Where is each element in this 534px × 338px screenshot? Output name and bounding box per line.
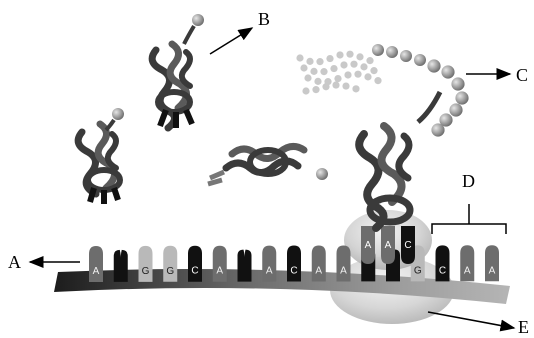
- faint-bead: [342, 82, 350, 90]
- amino-acid-bead: [439, 113, 453, 127]
- base-letter: A: [216, 266, 223, 277]
- faint-bead: [330, 64, 338, 73]
- label-B: B: [258, 9, 271, 29]
- base-peg: [460, 245, 475, 282]
- label-C: C: [516, 65, 529, 85]
- amino-acid-bead: [441, 65, 455, 79]
- base-letter: A: [266, 266, 273, 277]
- faint-bead: [366, 57, 374, 65]
- faint-bead: [370, 67, 378, 75]
- amino-acid-bead: [372, 44, 384, 56]
- faint-bead: [332, 81, 340, 89]
- base-letter: G: [142, 266, 150, 277]
- trna-left: [74, 108, 124, 204]
- trna-middle: [207, 143, 328, 187]
- arrow-E: [427, 311, 516, 332]
- arrow-B: [209, 27, 254, 55]
- base-peg: [113, 249, 128, 282]
- faint-bead: [374, 77, 382, 85]
- faint-bead: [304, 74, 312, 82]
- label-A: A: [8, 252, 21, 272]
- base-peg: [212, 245, 227, 282]
- base-letter: A: [93, 266, 100, 277]
- base-peg: [163, 245, 178, 282]
- amino-acid-bead: [427, 59, 441, 73]
- anticodon-peg: [401, 226, 415, 264]
- base-peg: [336, 245, 351, 282]
- mrna-bases: A G G C A A C A A G C A A A A C: [89, 226, 499, 282]
- faint-bead: [322, 83, 330, 91]
- base-peg: [485, 245, 499, 282]
- amino-acid-bead: [431, 123, 445, 137]
- base-letter: G: [414, 265, 422, 276]
- base-letter: C: [191, 266, 198, 277]
- base-peg: [311, 245, 326, 282]
- faint-bead: [340, 61, 348, 69]
- faint-bead: [354, 70, 362, 78]
- base-peg: [435, 245, 450, 282]
- faint-bead: [336, 51, 344, 59]
- bracket-D: [431, 204, 507, 234]
- amino-acid-bead: [386, 46, 398, 58]
- faint-bead: [350, 60, 358, 68]
- amino-acid-bead: [400, 50, 412, 62]
- faint-bead: [364, 73, 372, 81]
- base-peg: [138, 245, 153, 282]
- faint-bead: [306, 57, 314, 65]
- trna-top: [148, 14, 204, 132]
- trna-bound: [355, 90, 443, 232]
- label-E: E: [518, 317, 529, 337]
- base-letter: G: [166, 266, 174, 277]
- base-letter: A: [489, 265, 496, 276]
- label-D: D: [462, 171, 475, 191]
- faint-bead: [356, 53, 364, 61]
- anticodon-letter: C: [404, 240, 411, 251]
- faint-bead: [302, 87, 310, 95]
- anticodon-peg: [361, 226, 375, 264]
- base-peg: [89, 246, 103, 282]
- base-peg: [262, 245, 277, 282]
- base-letter: C: [290, 266, 297, 277]
- base-letter: C: [439, 265, 446, 276]
- amino-acid-bead: [414, 54, 426, 66]
- base-letter: A: [464, 265, 471, 276]
- faint-bead: [312, 86, 320, 94]
- faint-bead: [314, 77, 322, 85]
- faint-bead: [360, 63, 368, 71]
- base-peg: [188, 245, 202, 282]
- anticodon-peg: [381, 226, 395, 264]
- faint-bead: [300, 64, 308, 72]
- faint-bead: [334, 74, 342, 83]
- anticodon-letter: A: [365, 240, 372, 251]
- polypeptide-chain: [372, 44, 469, 137]
- faint-bead: [320, 68, 328, 76]
- base-peg: [287, 245, 301, 282]
- base-letter: A: [315, 265, 322, 276]
- faint-bead: [326, 54, 334, 63]
- amino-acid-bead: [449, 103, 463, 117]
- amino-acid-bead: [455, 91, 469, 105]
- anticodon-letter: A: [385, 240, 392, 251]
- amino-acid-bead: [451, 77, 465, 91]
- polypeptide-faint-beads: [296, 50, 382, 95]
- faint-bead: [296, 54, 304, 62]
- faint-bead: [346, 50, 354, 58]
- base-letter: A: [340, 265, 347, 276]
- faint-bead: [352, 85, 360, 93]
- base-peg: [237, 249, 252, 282]
- faint-bead: [310, 67, 318, 75]
- faint-bead: [344, 71, 352, 79]
- faint-bead: [316, 58, 324, 66]
